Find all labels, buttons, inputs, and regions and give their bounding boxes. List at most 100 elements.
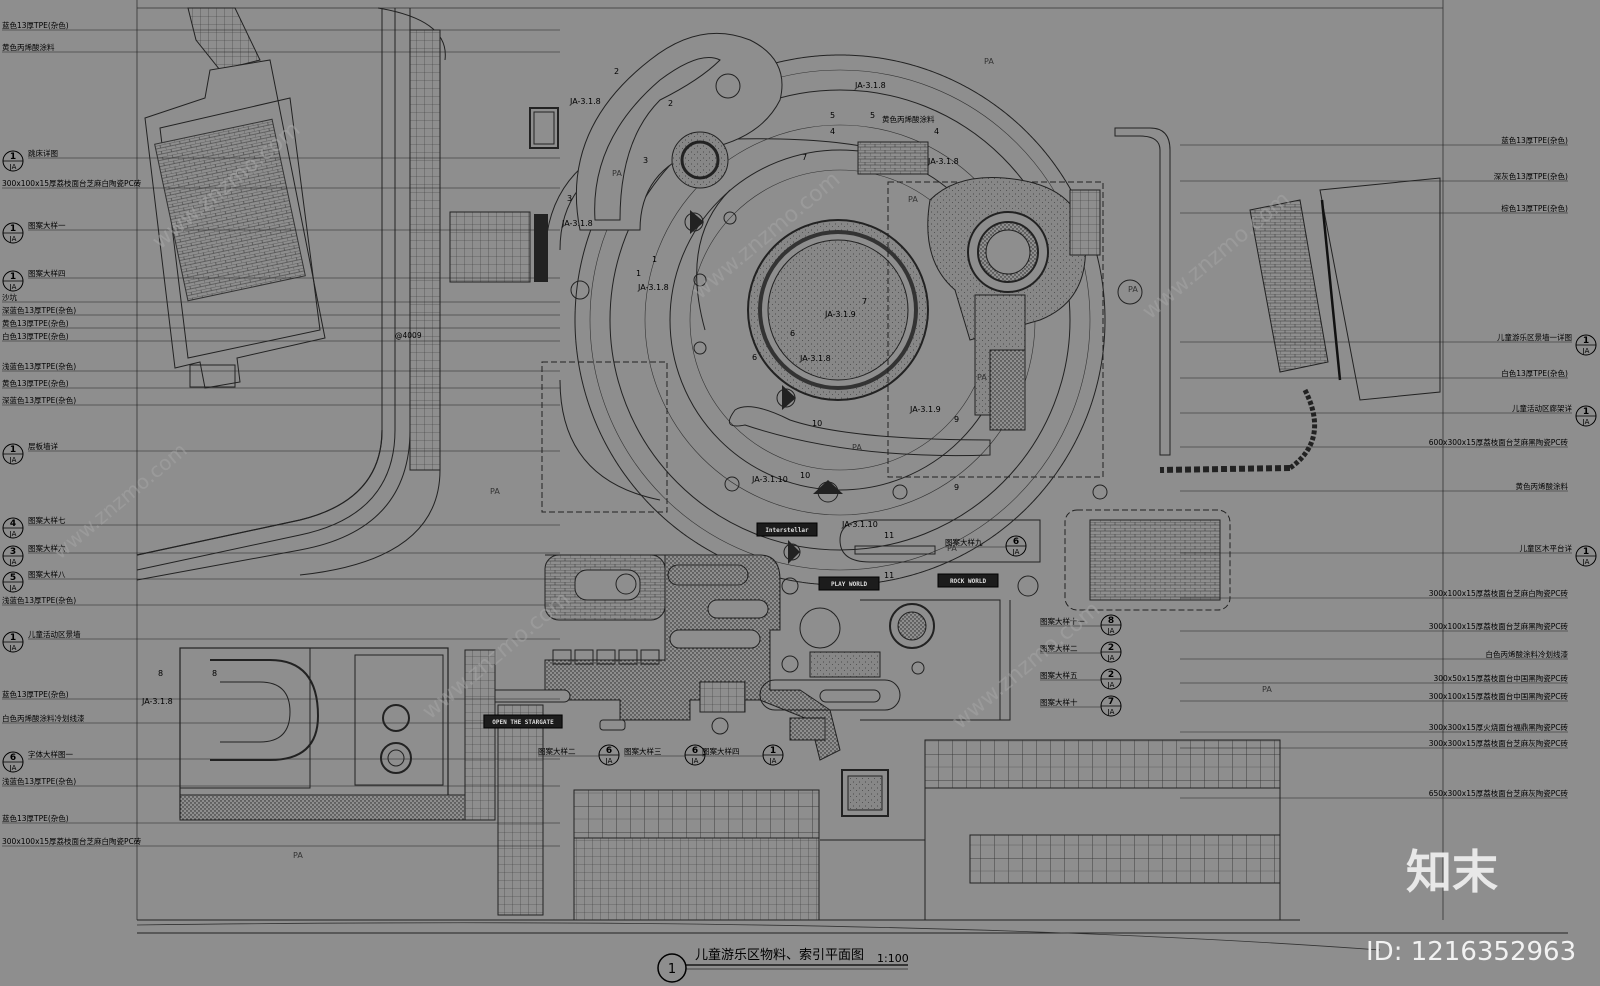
section-ref-1: JA-3.1.8 [854,81,886,90]
left-anno-1: 黄色丙烯酸涂料 [2,42,55,52]
section-ref-10: JA-3.1.8 [141,697,173,706]
right-annotations: 蓝色13厚TPE(杂色)深灰色13厚TPE(杂色)棕色13厚TPE(杂色)1JA… [1429,135,1597,798]
left-anno-5: 图案大样四 [28,268,66,278]
section-num-20: 8 [158,669,163,678]
left-anno-bubble-14-sheet: JA [9,530,17,538]
left-anno-bubble-4-num: 1 [10,224,16,234]
right-anno-5: 儿童活动区廊架详 [1512,403,1572,413]
detail-ref-bubble-0-sheet: JA [1107,627,1115,635]
section-num-15: 9 [954,483,959,492]
section-num-14: 9 [954,415,959,424]
detail-ref-bubble-2-sheet: JA [1107,681,1115,689]
detail-ref-bubble-3-num: 7 [1108,697,1114,707]
detail-ref-bubble-2-num: 2 [1108,670,1114,680]
bottom-path [497,704,544,916]
left-anno-bubble-13: 1JA [2,443,24,465]
section-ref-5: JA-3.1.9 [824,310,856,319]
detail-ref-bubble-6-sheet: JA [691,757,699,765]
left-anno-0: 蓝色13厚TPE(杂色) [2,20,69,30]
detail-ref-bubble-6: 6JA [684,744,706,766]
section-num-8: 4 [830,127,835,136]
right-anno-7: 黄色丙烯酸涂料 [1516,481,1569,491]
sign-board-1 [818,576,880,591]
detail-ref-3: 图案大样十 [1040,697,1078,707]
pa-label-0: PA [984,57,994,66]
left-anno-18: 儿童活动区景墙 [28,629,81,639]
left-anno-20: 白色丙烯酸涂料冷划线漆 [2,713,85,723]
right-anno-16: 650x300x15厚荔枝面台芝麻灰陶瓷PC砖 [1429,788,1569,798]
left-anno-22: 浅蓝色13厚TPE(杂色) [2,776,76,786]
right-anno-bubble-5: 1JA [1575,405,1597,427]
left-anno-8: 黄色13厚TPE(杂色) [2,318,69,328]
left-anno-bubble-16-num: 5 [10,573,16,583]
left-anno-19: 蓝色13厚TPE(杂色) [2,689,69,699]
pa-label-9: PA [1128,285,1138,294]
left-annotations: 蓝色13厚TPE(杂色)黄色丙烯酸涂料1JA跳床详图300x100x15厚荔枝面… [2,20,142,846]
detail-ref-bubble-4-sheet: JA [1012,548,1020,556]
sign-text-1: PLAY WORLD [831,581,868,588]
section-ref-4: JA-3.1.8 [927,157,959,166]
section-num-16: 10 [812,419,822,428]
section-num-3: 3 [567,194,572,203]
stairs [857,141,929,175]
detail-ref-bubble-0-num: 8 [1108,616,1114,626]
detail-ref-5: 图案大样二 [538,746,576,756]
right-anno-bubble-3: 1JA [1575,334,1597,356]
misc-label-0: 黄色丙烯酸涂料 [882,114,935,124]
central-play-area [544,54,1106,586]
sign-board-0 [756,522,818,537]
detail-ref-bubble-5-num: 6 [606,746,612,756]
sign-board-2 [937,573,999,588]
detail-ref-7: 图案大样四 [702,746,740,756]
right-anno-bubble-3-sheet: JA [1582,347,1590,355]
left-anno-21: 字体大样图一 [28,749,73,759]
left-anno-bubble-15-sheet: JA [9,558,17,566]
section-num-4: 1 [652,255,657,264]
sign-text-3: OPEN THE STARGATE [492,719,554,726]
left-anno-bubble-16: 5JA [2,571,24,593]
detail-ref-bubble-1-num: 2 [1108,643,1114,653]
detail-ref-bubble-4-num: 6 [1013,537,1019,547]
right-anno-bubble-5-num: 1 [1583,407,1589,417]
section-ref-7: JA-3.1.9 [909,405,941,414]
detail-ref-bubble-5: 6JA [598,744,620,766]
right-plaza [887,181,1104,478]
left-anno-bubble-13-num: 1 [10,445,16,455]
section-ref-0: JA-3.1.8 [569,97,601,106]
section-num-17: 10 [800,471,810,480]
detail-ref-bubble-2: 2JA [1100,668,1122,690]
watermark-site-5: www.znzmo.com [948,597,1105,735]
right-anno-0: 蓝色13厚TPE(杂色) [1501,135,1568,145]
left-anno-17: 浅蓝色13厚TPE(杂色) [2,595,76,605]
pa-label-1: PA [612,169,622,178]
left-anno-bubble-4: 1JA [2,222,24,244]
detail-ref-bubble-0: 8JA [1100,614,1122,636]
drawing-scale: 1:100 [877,952,909,965]
right-anno-4: 白色13厚TPE(杂色) [1501,368,1568,378]
left-anno-bubble-5: 1JA [2,270,24,292]
detail-ref-0: 图案大样十一 [1040,616,1085,626]
left-anno-23: 蓝色13厚TPE(杂色) [2,813,69,823]
left-anno-bubble-14: 4JA [2,517,24,539]
right-anno-2: 棕色13厚TPE(杂色) [1501,203,1568,213]
wood-platform [1064,509,1231,611]
right-anno-bubble-8-num: 1 [1583,547,1589,557]
detail-ref-2: 图案大样五 [1040,670,1078,680]
right-anno-bubble-8-sheet: JA [1582,558,1590,566]
right-anno-6: 600x300x15厚荔枝面台芝麻黑陶瓷PC砖 [1429,437,1569,447]
section-num-21: 8 [212,669,217,678]
section-num-19: 11 [884,571,894,580]
right-anno-bubble-3-num: 1 [1583,336,1589,346]
detail-ref-bubble-6-num: 6 [692,746,698,756]
left-anno-3: 300x100x15厚荔枝面台芝麻白陶瓷PC砖 [2,178,142,188]
left-anno-14: 图案大样七 [28,515,66,525]
detail-ref-bubble-7: 1JA [762,744,784,766]
section-num-11: 7 [862,297,867,306]
right-anno-bubble-5-sheet: JA [1582,418,1590,426]
detail-ref-bubble-7-num: 1 [770,746,776,756]
left-anno-7: 深蓝色13厚TPE(杂色) [2,305,76,315]
misc-labels: 黄色丙烯酸涂料@4009 [395,114,935,340]
